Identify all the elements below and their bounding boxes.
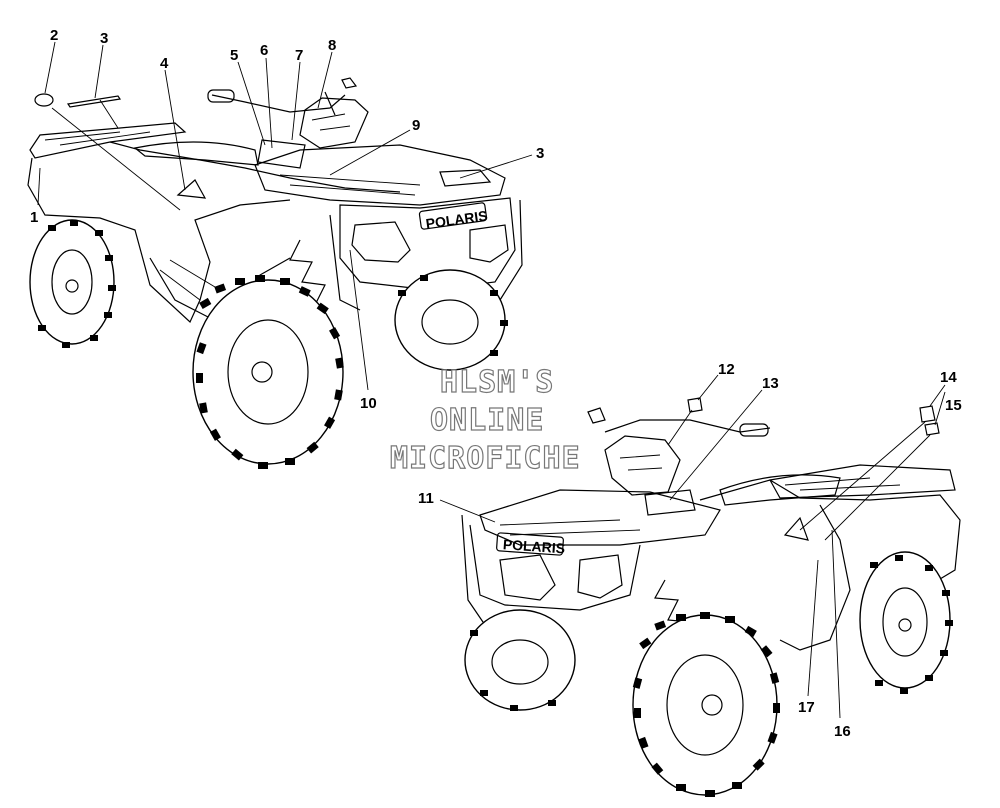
callout-10: 10 bbox=[360, 395, 377, 412]
brand-label-front: POLARIS bbox=[425, 207, 489, 232]
callout-3b: 3 bbox=[536, 145, 544, 162]
callout-16: 16 bbox=[834, 723, 851, 740]
callout-labels: 1 2 3 4 5 6 7 8 9 3 10 11 12 13 14 15 16… bbox=[30, 27, 962, 740]
brand-label-rear: POLARIS bbox=[502, 536, 565, 556]
callout-1: 1 bbox=[30, 209, 38, 226]
callout-13: 13 bbox=[762, 375, 779, 392]
callout-12: 12 bbox=[718, 361, 735, 378]
callout-11: 11 bbox=[418, 490, 434, 507]
callout-7: 7 bbox=[295, 47, 303, 64]
callout-4: 4 bbox=[160, 55, 169, 72]
callout-5: 5 bbox=[230, 47, 238, 64]
watermark-line2: ONLINE bbox=[430, 403, 544, 438]
watermark: HLSM'S ONLINE MICROFICHE bbox=[389, 364, 581, 476]
atv-left-view: POLARIS bbox=[27, 77, 523, 469]
atv-right-view: POLARIS bbox=[461, 397, 961, 797]
callout-14: 14 bbox=[940, 369, 957, 386]
callout-8: 8 bbox=[328, 37, 336, 54]
callout-6: 6 bbox=[260, 42, 268, 59]
callout-17: 17 bbox=[798, 699, 815, 716]
callout-15: 15 bbox=[945, 397, 962, 414]
callout-3a: 3 bbox=[100, 30, 108, 47]
leader-lines bbox=[37, 41, 946, 719]
watermark-line1: HLSM'S bbox=[440, 365, 554, 400]
watermark-line3: MICROFICHE bbox=[390, 441, 581, 476]
callout-9: 9 bbox=[412, 117, 420, 134]
callout-2: 2 bbox=[50, 27, 58, 44]
